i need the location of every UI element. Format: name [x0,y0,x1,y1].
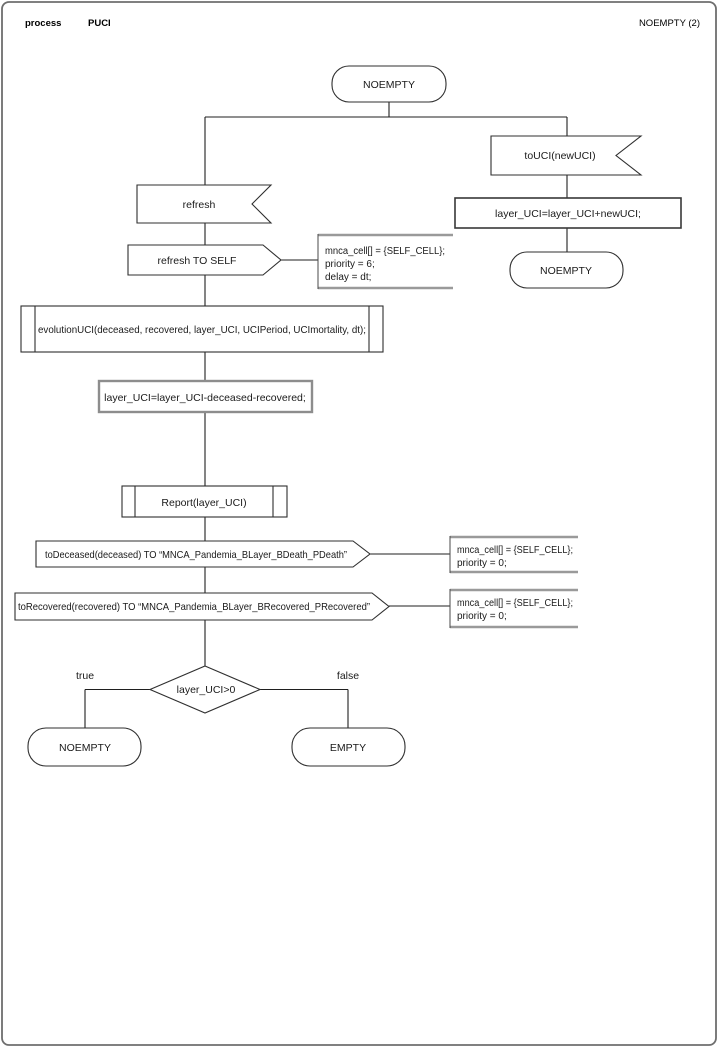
state-noempty-top: NOEMPTY [331,65,447,103]
branch-true-label: true [76,670,94,682]
procedure-report: Report(layer_UCI) [121,485,288,518]
state-shape [331,65,447,103]
state-label: NOEMPTY [540,265,592,277]
decision-label: layer_UCI>0 [177,684,236,696]
state-empty-bottom: EMPTY [291,727,406,767]
task-label: layer_UCI=layer_UCI-deceased-recovered; [104,392,306,404]
decision-layer-uci: layer_UCI>0 [148,665,262,714]
task-shape [97,379,314,414]
task-label: layer_UCI=layer_UCI+newUCI; [495,208,641,220]
state-noempty-bottom: NOEMPTY [27,727,142,767]
input-label: refresh [183,199,216,211]
comment-line: mnca_cell[] = {SELF_CELL}; [325,246,445,257]
output-todeceased: toDeceased(deceased) TO “MNCA_Pandemia_B… [35,540,371,568]
state-noempty-right: NOEMPTY [509,251,624,289]
procedure-label: evolutionUCI(deceased, recovered, layer_… [38,324,366,336]
comment-line: mnca_cell[] = {SELF_CELL}; [457,545,573,556]
state-shape [27,727,142,767]
input-touci: toUCI(newUCI) [490,135,643,176]
input-signal-shape [136,184,273,224]
comment-deceased: mnca_cell[] = {SELF_CELL}; priority = 0; [449,535,578,574]
output-signal-shape [14,592,390,621]
output-signal-shape [35,540,371,568]
input-refresh: refresh [136,184,273,224]
input-signal-shape [490,135,643,176]
task-subtract: layer_UCI=layer_UCI-deceased-recovered; [97,379,314,414]
branch-false-label: false [337,670,359,682]
comment-line: priority = 0; [457,611,507,622]
comment-refresh: mnca_cell[] = {SELF_CELL}; priority = 6;… [317,233,453,290]
process-name: PUCI [88,18,111,29]
state-shape [291,727,406,767]
procedure-evolutionuci: evolutionUCI(deceased, recovered, layer_… [20,305,384,353]
state-label: EMPTY [330,742,366,754]
state-label: NOEMPTY [363,79,415,91]
output-label: refresh TO SELF [158,255,237,267]
output-label: toRecovered(recovered) TO “MNCA_Pandemia… [18,601,370,613]
task-add-newuci: layer_UCI=layer_UCI+newUCI; [454,197,682,229]
input-label: toUCI(newUCI) [524,150,595,162]
decision-shape [148,665,262,714]
procedure-shape [121,485,288,518]
comment-line: priority = 6; [325,259,375,270]
task-shape [454,197,682,229]
comment-line: priority = 0; [457,558,507,569]
output-torecovered: toRecovered(recovered) TO “MNCA_Pandemia… [14,592,390,621]
output-signal-shape [127,244,282,276]
state-label: NOEMPTY [59,742,111,754]
comment-recovered: mnca_cell[] = {SELF_CELL}; priority = 0; [449,588,578,629]
output-label: toDeceased(deceased) TO “MNCA_Pandemia_B… [45,549,347,561]
comment-line: delay = dt; [325,272,371,283]
comment-line: mnca_cell[] = {SELF_CELL}; [457,598,573,609]
state-shape [509,251,624,289]
procedure-label: Report(layer_UCI) [161,497,246,509]
process-keyword: process [25,18,61,29]
procedure-shape [20,305,384,353]
page-title: NOEMPTY (2) [639,18,700,29]
output-refresh-to-self: refresh TO SELF [127,244,282,276]
